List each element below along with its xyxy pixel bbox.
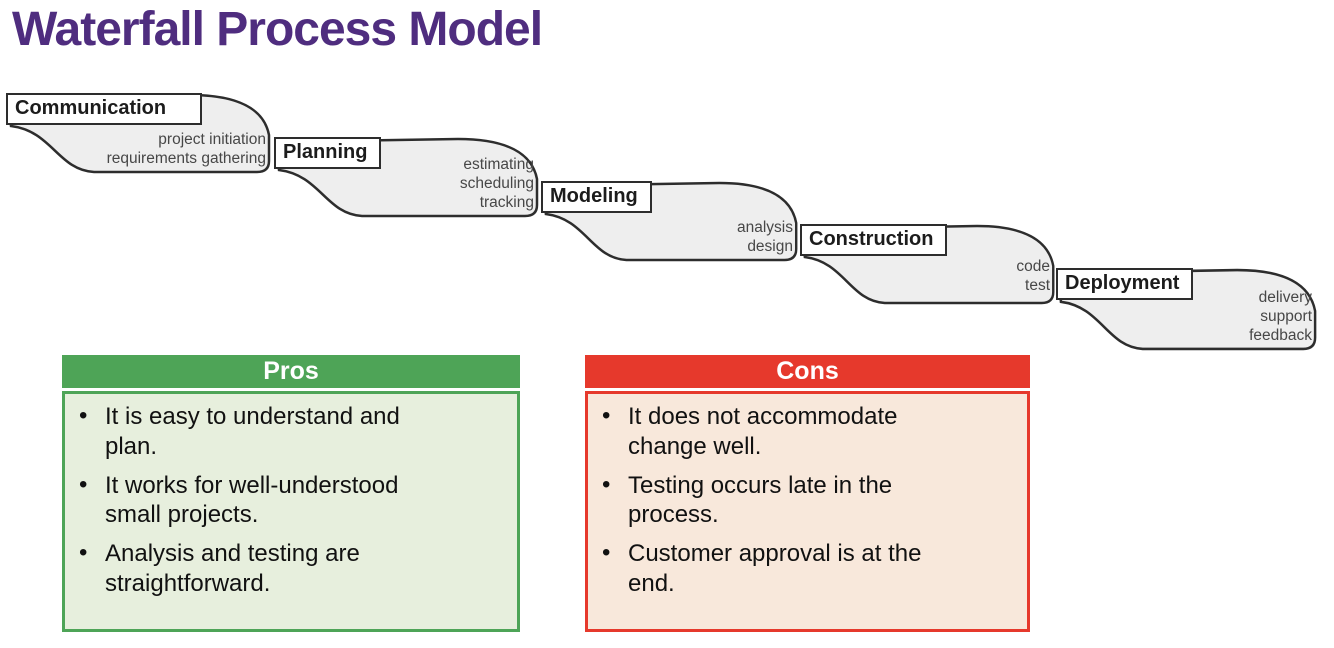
activity-line: tracking xyxy=(479,194,534,212)
activity-line: support xyxy=(1260,308,1312,326)
step-activities: estimating scheduling tracking xyxy=(460,156,534,213)
activity-line: project initiation xyxy=(158,131,266,149)
step-name-label: Construction xyxy=(800,224,948,256)
page-title: Waterfall Process Model xyxy=(12,3,543,56)
step-deployment: Deployment delivery support feedback xyxy=(1056,268,1322,352)
activity-line: feedback xyxy=(1249,327,1312,345)
activity-line: test xyxy=(1025,277,1050,295)
step-modeling: Modeling analysis design xyxy=(541,181,803,263)
activity-line: estimating xyxy=(463,156,534,174)
step-communication: Communication project initiation require… xyxy=(6,93,276,175)
activity-line: delivery xyxy=(1258,289,1312,307)
list-item: Customer approval is at the end. xyxy=(592,538,1019,599)
step-activities: analysis design xyxy=(737,219,793,257)
step-name-label: Deployment xyxy=(1056,268,1194,300)
list-item: It is easy to understand and plan. xyxy=(69,401,509,462)
activity-line: requirements gathering xyxy=(106,150,266,168)
activity-line: code xyxy=(1016,258,1050,276)
list-item: Testing occurs late in the process. xyxy=(592,470,1019,531)
list-item: It does not accommodate change well. xyxy=(592,401,1019,462)
step-planning: Planning estimating scheduling tracking xyxy=(274,137,544,219)
step-activities: delivery support feedback xyxy=(1249,289,1312,346)
cons-body: It does not accommodate change well. Tes… xyxy=(585,391,1030,632)
list-item: Analysis and testing are straightforward… xyxy=(69,538,509,599)
pros-header: Pros xyxy=(62,355,520,388)
step-activities: project initiation requirements gatherin… xyxy=(107,131,266,169)
activity-line: design xyxy=(747,238,793,256)
cons-header: Cons xyxy=(585,355,1030,388)
pros-list: It is easy to understand and plan. It wo… xyxy=(69,401,509,599)
list-item: It works for well-understood small proje… xyxy=(69,470,509,531)
step-name-label: Planning xyxy=(274,137,382,169)
cons-panel: Cons It does not accommodate change well… xyxy=(585,355,1030,632)
step-construction: Construction code test xyxy=(800,224,1060,306)
step-name-label: Communication xyxy=(6,93,203,125)
pros-body: It is easy to understand and plan. It wo… xyxy=(62,391,520,632)
activity-line: scheduling xyxy=(459,175,534,193)
step-activities: code test xyxy=(1016,258,1050,296)
activity-line: analysis xyxy=(737,219,793,237)
pros-panel: Pros It is easy to understand and plan. … xyxy=(62,355,520,632)
cons-list: It does not accommodate change well. Tes… xyxy=(592,401,1019,599)
step-name-label: Modeling xyxy=(541,181,652,213)
